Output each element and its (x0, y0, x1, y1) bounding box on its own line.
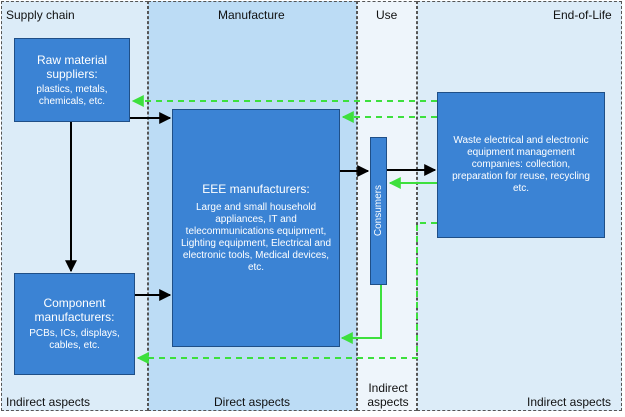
eee-manufacturers-box: EEE manufacturers: Large and small house… (172, 109, 340, 347)
eee-manufacturers-detail: Large and small household appliances, IT… (180, 202, 332, 273)
column-use (357, 1, 417, 411)
eee-manufacturers-title: EEE manufacturers: (202, 182, 310, 196)
component-manufacturers-title: Component manufacturers: (34, 296, 115, 324)
raw-material-suppliers-box: Raw material suppliers: plastics, metals… (14, 38, 130, 122)
use-title: Use (376, 8, 398, 22)
supply-chain-title: Supply chain (6, 8, 75, 22)
waste-management-label: Waste electrical and electronic equipmen… (452, 135, 590, 194)
arrow-waste-to-component (136, 222, 437, 364)
supply-chain-footer: Indirect aspects (6, 395, 91, 409)
manufacture-footer: Direct aspects (214, 395, 291, 409)
component-manufacturers-detail: PCBs, ICs, displays, cables, etc. (29, 328, 120, 351)
arrow-consumers-to-eee (340, 285, 382, 344)
end-of-life-title: End-of-Life (553, 8, 612, 22)
use-footer: Indirect aspects (367, 381, 409, 409)
manufacture-title: Manufacture (218, 8, 285, 22)
consumers-box: Consumers (370, 137, 387, 285)
component-manufacturers-box: Component manufacturers: PCBs, ICs, disp… (14, 273, 135, 375)
end-of-life-footer: Indirect aspects (527, 395, 612, 409)
raw-material-suppliers-detail: plastics, metals, chemicals, etc. (36, 83, 108, 107)
raw-material-suppliers-title: Raw material suppliers: (36, 52, 108, 81)
waste-management-box: Waste electrical and electronic equipmen… (437, 92, 605, 238)
